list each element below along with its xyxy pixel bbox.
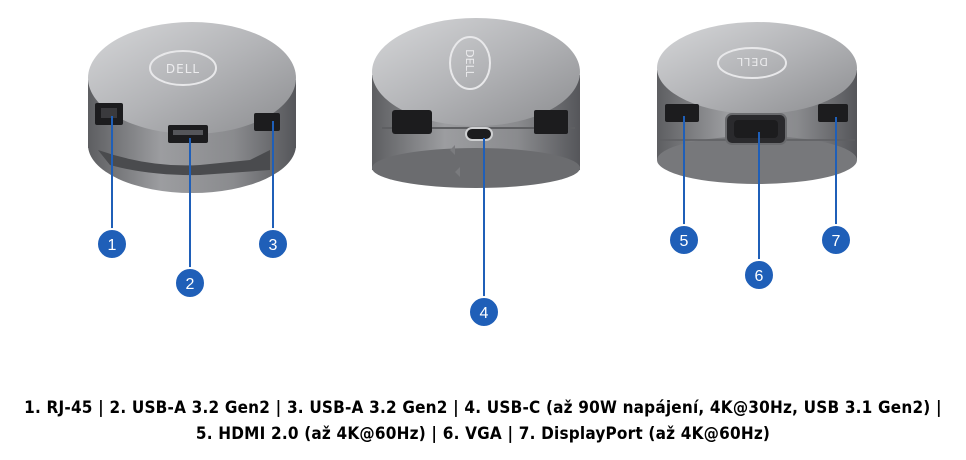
callout-number: 2 (186, 276, 195, 293)
callout-number: 6 (755, 268, 764, 285)
callout-7: 7 (820, 224, 852, 256)
callout-number: 3 (269, 237, 278, 254)
callout-3: 3 (257, 228, 289, 260)
callout-6: 6 (743, 259, 775, 291)
callout-1: 1 (96, 228, 128, 260)
dell-logo-text: DELL (463, 49, 476, 78)
dell-logo-icon: DELL (717, 47, 787, 79)
callout-number: 7 (832, 233, 841, 250)
rj45-port-icon (534, 110, 568, 134)
dell-logo-text: DELL (166, 62, 200, 76)
hdmi-port-icon (665, 104, 699, 122)
dell-logo-text: DELL (736, 55, 768, 68)
callout-4: 4 (468, 296, 500, 328)
right-dock-device: DELL (657, 22, 857, 184)
displayport-port-icon (392, 110, 432, 134)
dell-logo-icon: DELL (449, 36, 491, 90)
usb-a-port-icon-2 (254, 113, 280, 131)
callout-number: 4 (480, 305, 489, 322)
callout-number: 5 (680, 233, 689, 250)
callout-5: 5 (668, 224, 700, 256)
caption-line-1: 1. RJ-45 | 2. USB-A 3.2 Gen2 | 3. USB-A … (24, 398, 942, 418)
dell-logo-icon: DELL (149, 50, 217, 86)
usb-c-port-icon (465, 127, 493, 141)
callout-number: 1 (108, 237, 117, 254)
caption-line-2: 5. HDMI 2.0 (až 4K@60Hz) | 6. VGA | 7. D… (195, 424, 771, 444)
left-dock-device: DELL (88, 22, 296, 193)
displayport-port-icon (818, 104, 848, 122)
leader-lines (111, 116, 837, 300)
callout-2: 2 (174, 267, 206, 299)
center-dock-device: DELL (372, 18, 580, 188)
